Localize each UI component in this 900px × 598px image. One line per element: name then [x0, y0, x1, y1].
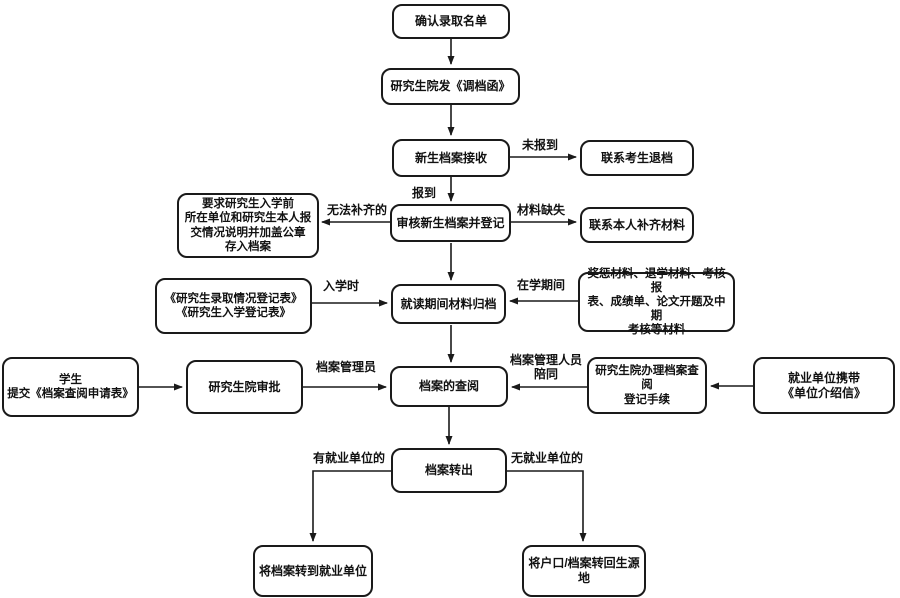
node-review-register: 审核新生档案并登记: [390, 204, 511, 242]
edge-label-archivist: 档案管理员: [315, 360, 376, 374]
node-enroll-forms: 《研究生录取情况登记表》 《研究生入学登记表》: [155, 278, 312, 334]
edge-label-reported: 报到: [411, 186, 436, 200]
node-confirm-list: 确认录取名单: [392, 4, 510, 39]
edge-out-to-origin: [507, 470, 587, 542]
node-archive-review: 档案的查阅: [390, 366, 508, 407]
node-student-apply: 学生 提交《档案查阅申请表》: [2, 357, 139, 417]
edge-label-during-study: 在学期间: [516, 278, 565, 292]
node-contact-complete: 联系本人补齐材料: [580, 207, 694, 243]
node-grad-approve: 研究生院审批: [186, 360, 303, 414]
edge-label-at-enrollment: 入学时: [322, 279, 359, 293]
node-to-employer: 将档案转到就业单位: [253, 545, 373, 597]
node-archive-out: 档案转出: [391, 448, 507, 493]
node-study-materials: 奖惩材料、退学材料、考核报 表、成绩单、论文开题及中期 考核等材料: [578, 268, 735, 336]
node-study-filing: 就读期间材料归档: [391, 284, 506, 324]
node-grad-register: 研究生院办理档案查阅 登记手续: [587, 357, 707, 414]
node-contact-withdraw: 联系考生退档: [580, 140, 694, 176]
edge-label-has-employer: 有就业单位的: [312, 451, 385, 465]
edge-label-not-reported: 未报到: [521, 138, 558, 152]
edge-out-to-employer: [309, 470, 391, 542]
node-employer-letter: 就业单位携带 《单位介绍信》: [753, 357, 895, 414]
node-to-origin: 将户口/档案转回生源地: [522, 545, 646, 597]
edge-label-accompanied: 档案管理人员 陪同: [509, 353, 582, 381]
node-require-statement: 要求研究生入学前 所在单位和研究生本人报 交情况说明并加盖公章 存入档案: [177, 193, 319, 258]
node-receive-archive: 新生档案接收: [392, 139, 510, 177]
edge-label-no-employer: 无就业单位的: [510, 451, 583, 465]
node-send-letter: 研究生院发《调档函》: [381, 68, 520, 105]
edge-label-missing-materials: 材料缺失: [516, 203, 565, 217]
edge-label-cannot-complete: 无法补齐的: [326, 203, 387, 217]
